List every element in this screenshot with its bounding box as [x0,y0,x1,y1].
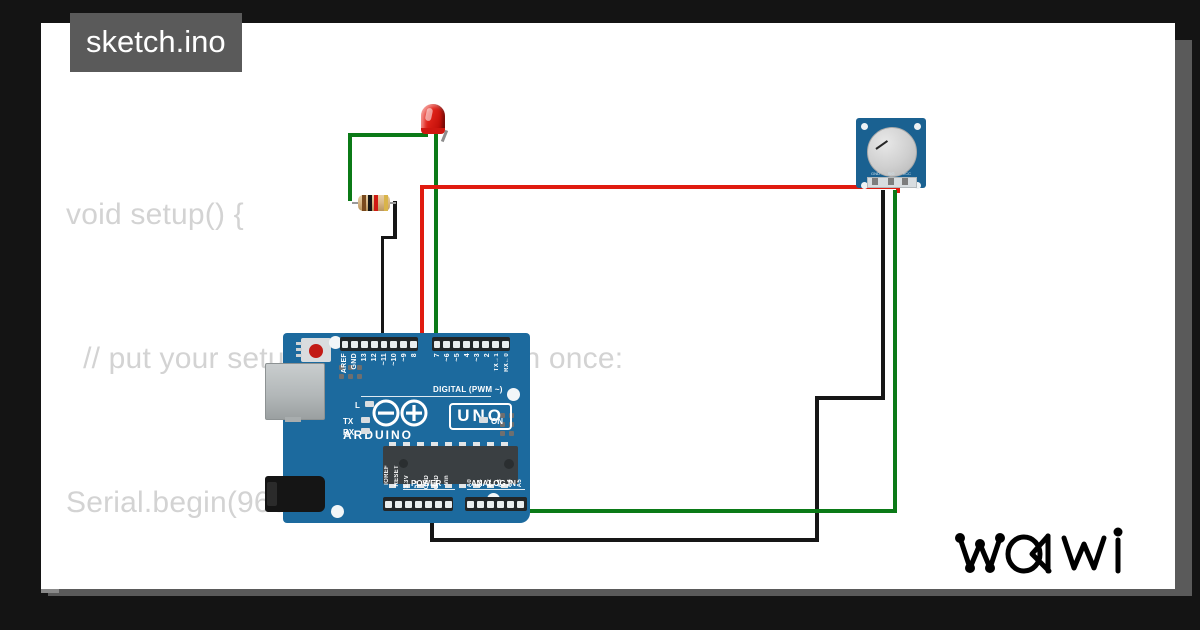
wire-green-led-to-pin8 [434,134,438,348]
potentiometer[interactable]: GND SIG VCC [856,118,926,194]
analog-header-title: ANALOG IN [471,479,516,488]
power-barrel-jack [265,476,325,512]
mounting-hole [507,388,520,401]
wire-black-bottom-run [430,538,819,542]
led-rim [421,128,445,134]
pin-label-7: 7 [434,353,441,358]
silk-divider-analog [467,489,525,490]
infinity-logo [369,398,433,428]
pin-label-9: ~9 [401,353,408,362]
uno-silk-badge: UNO [449,403,512,430]
wokwi-logo-svg [955,527,1123,574]
pin-label-5: ~5 [454,353,461,362]
pin-label-a5: A5 [517,479,523,488]
resistor-band-gold [384,195,388,211]
led-label-l: L [355,401,360,410]
led-label-tx: TX [343,417,354,426]
power-header-title: POWER [411,479,442,488]
wire-red-vcc-run [420,185,900,189]
pin-label-13: 13 [361,353,368,362]
mounting-hole [861,123,868,130]
potentiometer-pin-sig [888,178,894,185]
reset-button[interactable] [296,338,331,362]
mounting-hole [331,505,344,518]
usb-connector-nub [285,417,301,422]
pin-label-tx1: TX→1 [494,353,500,372]
pin-label-ioref: IOREF [384,465,390,485]
pin-label-reset: RESET [394,465,400,487]
arduino-brand-text: ARDUINO [343,428,413,442]
pin-label-rx0: RX←0 [504,353,510,372]
resistor-band-brown [362,195,366,211]
resistor-1k[interactable] [352,195,396,211]
wire-green-sig-drop [893,190,897,513]
potentiometer-pin-gnd [872,178,878,185]
wokwi-logo [952,524,1152,580]
pin-label-vin: Vin [444,475,450,486]
resistor-band-red [374,195,378,211]
reset-button-cap[interactable] [309,344,323,358]
editor-sheet: void setup() { // put your setup code he… [41,23,1175,589]
pin-label-3v3: 3.3V [404,475,410,489]
red-led[interactable] [421,104,445,140]
silk-divider-power [403,489,455,490]
resistor-band-black [368,195,372,211]
pot-pin-label-vcc: VCC [902,171,912,176]
wire-black-pot-gnd-down [815,396,819,542]
wire-black-jog [381,236,397,239]
code-line: Serial.begin(9600); [66,486,324,519]
pin-label-6: ~6 [444,353,451,362]
power-header[interactable] [383,497,453,511]
mounting-hole [914,182,921,189]
icsp2-header [339,365,363,381]
code-line: // put your setup code here, to run once… [83,342,624,375]
led-label-on: ON [491,417,503,426]
digital-header-title: DIGITAL (PWM ~) [433,385,503,394]
potentiometer-knob[interactable] [867,127,917,177]
pot-pin-label-sig: SIG [887,171,895,176]
pin-label-aref: AREF [341,353,348,374]
arduino-uno-board[interactable]: AREF GND 13 12 ~11 ~10 ~9 8 7 ~6 ~5 4 ~3… [265,333,530,523]
mounting-hole [861,182,868,189]
wire-green-a1-run [468,509,897,513]
tab-sketch-ino[interactable]: sketch.ino [70,13,242,72]
analog-header[interactable] [465,497,527,511]
wire-red-pot-drop [896,185,900,193]
pin-label-8: 8 [411,353,418,358]
wire-black-pot-gnd-drop [881,190,885,398]
potentiometer-pin-labels: GND SIG VCC [867,170,915,178]
pin-label-gnd: GND [351,353,358,370]
digital-header-right[interactable] [432,337,510,351]
potentiometer-pin-vcc [902,178,908,185]
silk-divider-digital [361,396,491,397]
led-indicator-tx [361,417,370,423]
pin-label-10: ~10 [391,353,398,366]
pin-label-3: ~3 [474,353,481,362]
wire-green-left-drop [348,133,352,201]
pin-label-12: 12 [371,353,378,362]
pin-label-11: ~11 [381,353,388,366]
resistor-lead-right [389,202,396,204]
mounting-hole [329,336,342,349]
code-editor[interactable]: void setup() { // put your setup code he… [66,95,1166,589]
wire-black-resistor-lead [393,201,397,239]
atmega-chip [383,442,518,488]
led-label-rx: RX [343,428,355,437]
led-indicator-rx [361,428,370,434]
pot-pin-label-gnd: GND [870,171,880,176]
led-indicator-on [479,417,488,423]
code-line: void setup() { [66,198,244,231]
usb-connector [265,363,325,420]
pin-label-2: 2 [484,353,491,358]
pin-label-4: 4 [464,353,471,358]
wire-black-down-to-gnd [381,236,384,346]
led-indicator-l [365,401,374,407]
digital-header-left[interactable] [340,337,418,351]
mounting-hole [914,123,921,130]
wire-green-led-anode [348,133,428,137]
infinity-logo-svg [372,399,428,427]
wire-black-pot-gnd-left [815,396,885,400]
resistor-lead-left [352,202,359,204]
